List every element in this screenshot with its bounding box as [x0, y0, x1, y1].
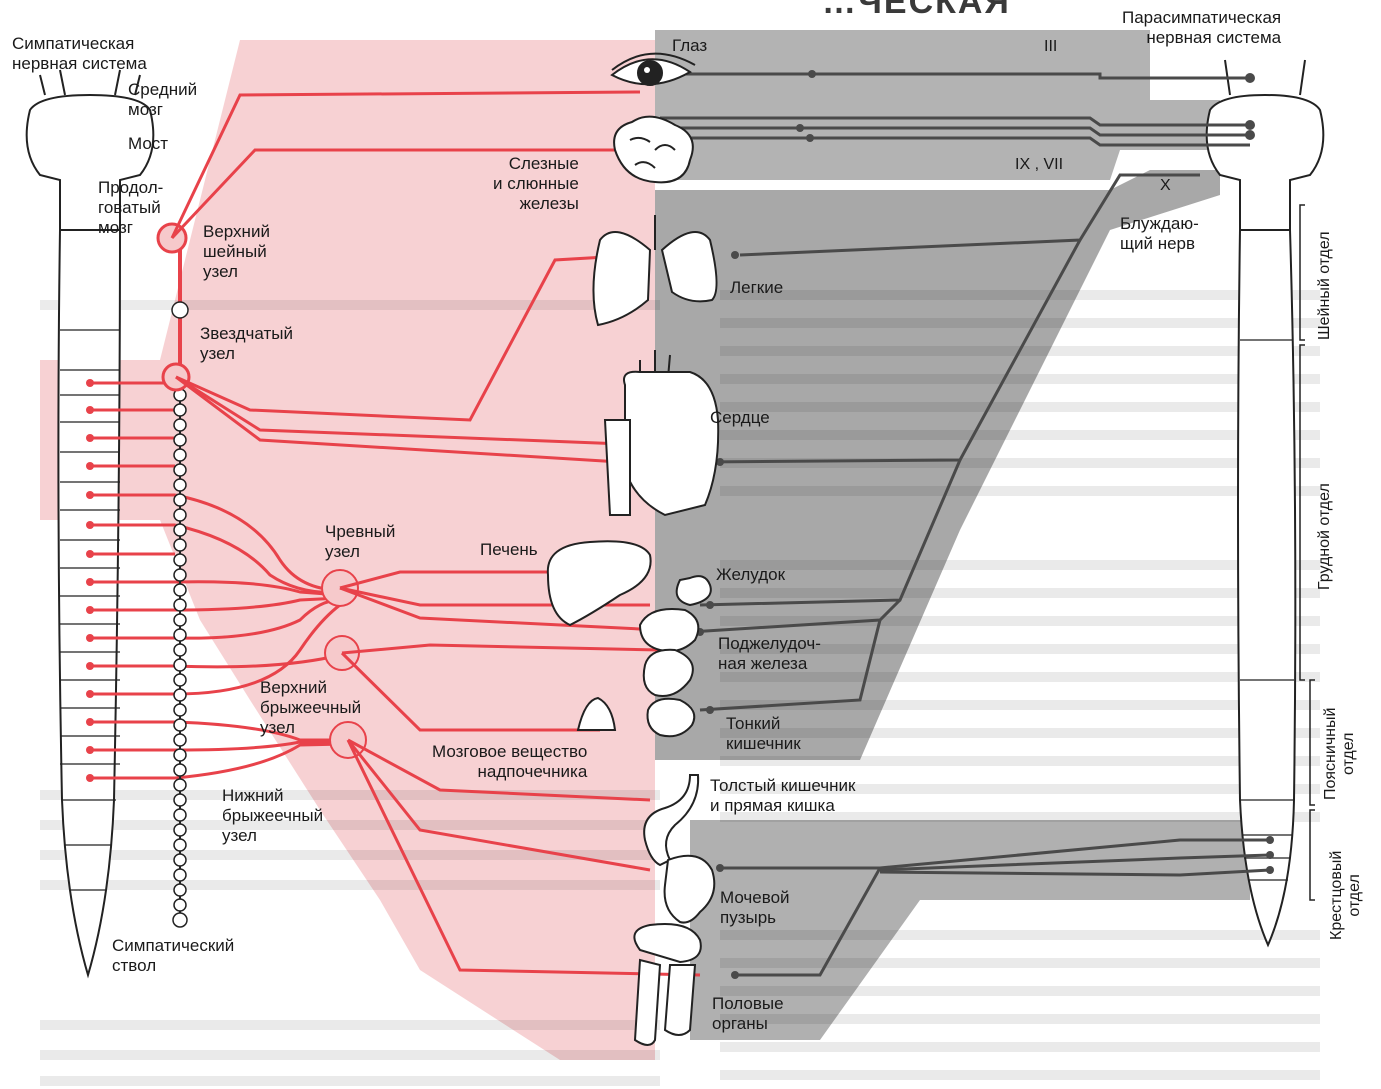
parasympathetic-system-label: Парасимпатическая нервная система: [1122, 8, 1282, 47]
colon-illustration: [643, 774, 700, 867]
parasympathetic-band-vagus: [655, 170, 1220, 760]
genitals-label: Половые органы: [712, 994, 784, 1033]
superior-mesenteric-ganglion-label: Верхний брыжеечный узел: [260, 678, 362, 737]
pancreas-label: Поджелудоч- ная железа: [718, 634, 821, 673]
cranial-nerve-III-label: III: [1044, 38, 1058, 55]
superior-cervical-ganglion-label: Верхний шейный узел: [203, 222, 270, 281]
cranial-nerve-X-label: X: [1160, 177, 1171, 194]
eye-illustration: [610, 52, 696, 86]
left-cord: [57, 229, 122, 979]
sympathetic-postganglionic-fibers: [170, 90, 701, 977]
left-spinal-cord: [25, 69, 155, 979]
celiac-ganglion-label: Чревный узел: [325, 522, 396, 561]
adrenal-medulla-label: Мозговое вещество надпочечника: [432, 742, 588, 781]
small-intestine-label: Тонкий кишечник: [726, 714, 801, 753]
lacrimal-salivary-label: Слезные и слюнные железы: [493, 154, 579, 213]
header-fragment: …ЧЕСКАЯ: [822, 0, 1011, 21]
stomach-illustration: [675, 575, 712, 607]
sympathetic-trunk-label: Симпатический ствол: [112, 936, 235, 975]
lungs-illustration: [592, 215, 718, 327]
liver-label: Печень: [480, 540, 538, 559]
cervical-region-label: Шейный отдел: [1316, 231, 1333, 340]
region-brackets: [1299, 204, 1315, 901]
background-text: [40, 290, 1320, 1086]
adrenal-illustration: [576, 696, 617, 731]
sympathetic-band: [40, 40, 655, 1060]
right-spinal-cord: [1205, 59, 1325, 948]
thoracic-region-label: Грудной отдел: [1316, 483, 1333, 590]
right-cord-segments: [1240, 339, 1294, 881]
liver-illustration: [546, 540, 652, 627]
inferior-mesenteric-ganglion-label: Нижний брыжеечный узел: [222, 786, 324, 845]
midbrain-label: Средний мозг: [128, 80, 198, 119]
parasympathetic-fibers: [660, 72, 1271, 977]
pons-label: Мост: [128, 134, 169, 153]
salivary-gland-illustration: [613, 115, 694, 184]
cranial-nerve-IX-VII-label: IX , VII: [1015, 156, 1064, 173]
heart-illustration: [603, 350, 720, 517]
lumbar-region-label: Поясничный отдел: [1322, 707, 1357, 800]
intestines-illustration: [638, 608, 700, 738]
heart-label: Сердце: [710, 408, 770, 427]
vagus-nerve-label: Блуждаю- щий нерв: [1120, 214, 1199, 253]
left-cord-segments: [60, 329, 120, 891]
right-cord: [1237, 229, 1297, 948]
bladder-illustration: [663, 854, 716, 924]
sympathetic-system-label: Симпатическая нервная система: [12, 34, 147, 73]
lungs-label: Легкие: [730, 278, 784, 297]
stellate-ganglion-label: Звездчатый узел: [200, 324, 293, 363]
right-brain-stem: [1205, 93, 1325, 231]
cord-fiber-dots: [86, 379, 94, 782]
genitals-illustration: [633, 923, 702, 1046]
bladder-label: Мочевой пузырь: [720, 888, 790, 927]
sympathetic-trunk: [171, 240, 189, 928]
colon-rectum-label: Толстый кишечник и прямая кишка: [710, 776, 856, 815]
eye-label: Глаз: [672, 36, 708, 55]
medulla-label: Продол- говатый мозг: [98, 178, 164, 237]
stomach-label: Желудок: [716, 565, 786, 584]
left-brain-stem: [25, 93, 155, 231]
sacral-region-label: Крестцовый отдел: [1328, 850, 1363, 940]
parasympathetic-band-cranial: [655, 30, 1220, 180]
